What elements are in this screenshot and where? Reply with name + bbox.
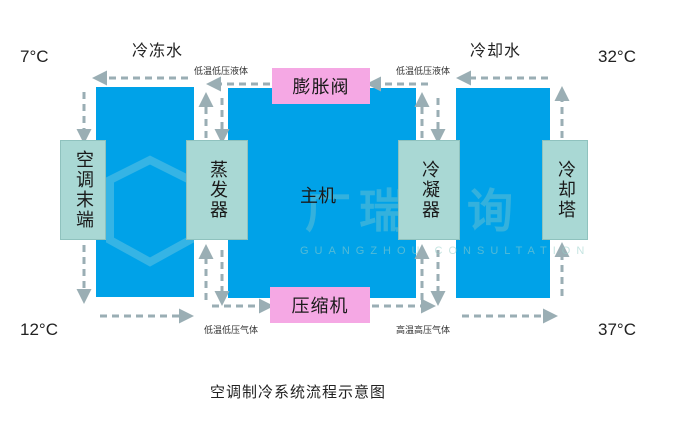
watermark-logo [106,155,194,267]
cooling-tower-label: 冷却塔 [542,140,588,240]
temp-chilled-return: 12°C [20,320,58,339]
state-label-top-right: 低温低压液体 [396,67,451,77]
temp-chilled-supply: 7°C [20,47,49,66]
temp-cooling-supply: 37°C [598,320,636,339]
state-label-bottom-right: 高温高压气体 [396,326,451,336]
state-label-bottom-left: 低温低压气体 [204,326,259,336]
cooling-water-block [456,88,550,298]
main-unit-label: 主机 [300,186,336,207]
diagram-caption: 空调制冷系统流程示意图 [210,383,387,401]
temp-cooling-return: 32°C [598,47,636,66]
cooling-water-label: 冷却水 [470,41,522,60]
terminal-label: 空调末端 [60,140,106,240]
state-label-top-left: 低温低压液体 [194,67,249,77]
watermark-subtext: GUANGZHOU CONSULTATION [300,245,591,257]
compressor-label: 压缩机 [270,287,370,323]
chilled-water-block [96,87,194,297]
chilled-water-label: 冷冻水 [132,41,184,60]
condenser-label: 冷凝器 [398,140,460,240]
expansion-valve-label: 膨胀阀 [272,68,370,104]
main-unit-block [228,88,416,298]
evaporator-label: 蒸发器 [186,140,248,240]
